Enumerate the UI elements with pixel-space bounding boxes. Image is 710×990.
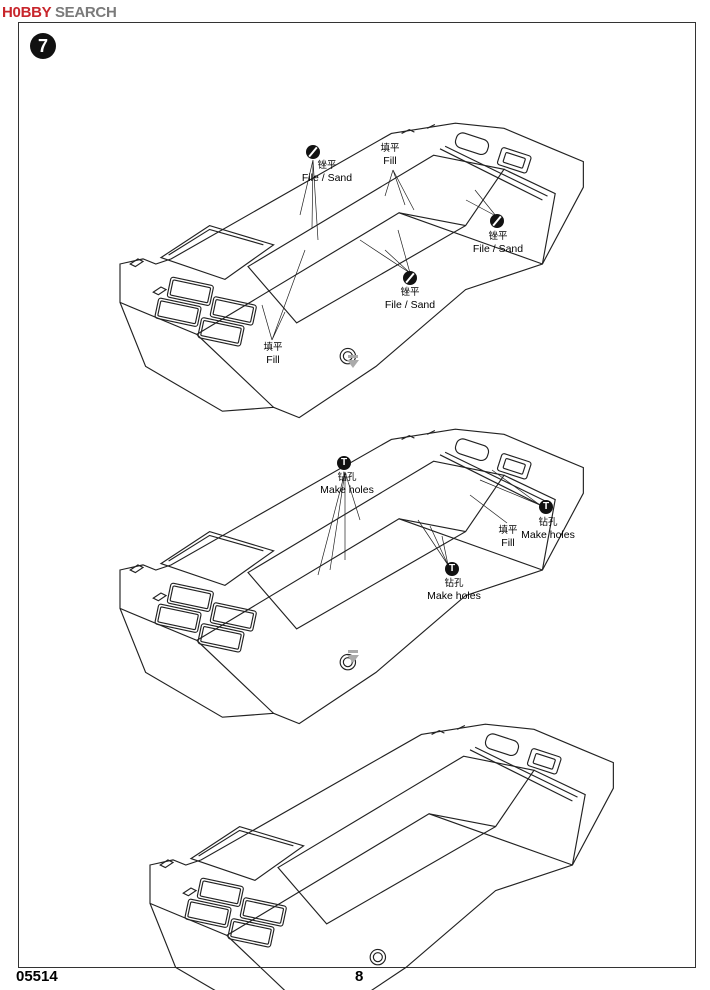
callout-file-sand-2: 锉平 File / Sand: [473, 231, 523, 255]
page-frame: [18, 22, 696, 968]
callout-make-holes-3: 钻孔 Make holes: [427, 578, 481, 602]
callout-en: Fill: [501, 537, 515, 549]
callout-file-sand-1: 锉平 File / Sand: [302, 160, 352, 184]
callout-cn: 填平: [498, 525, 518, 536]
hull-drawing-3: [149, 723, 614, 990]
page-number: 8: [355, 968, 364, 985]
callout-cn: 填平: [263, 342, 283, 353]
callout-en: Make holes: [521, 529, 575, 541]
down-arrow-icon: [347, 650, 359, 663]
callout-fill-2: 填平 Fill: [263, 342, 282, 366]
callout-en: Fill: [266, 354, 280, 366]
callout-make-holes-2: 钻孔 Make holes: [521, 517, 575, 541]
callout-cn: 锉平: [488, 231, 508, 242]
down-arrow-icon: [347, 355, 359, 368]
file-sand-symbol-icon: [403, 271, 417, 285]
drill-symbol-icon: T: [337, 456, 351, 470]
callout-fill-1: 填平 Fill: [380, 143, 399, 167]
callout-cn: 锉平: [317, 160, 337, 171]
callout-en: File / Sand: [301, 172, 353, 184]
callout-en: File / Sand: [472, 243, 524, 255]
callout-fill-3: 填平 Fill: [498, 525, 517, 549]
drill-symbol-icon: T: [445, 562, 459, 576]
watermark-part2: SEARCH: [51, 4, 117, 21]
step-number-badge: 7: [30, 33, 56, 59]
callout-file-sand-3: 锉平 File / Sand: [385, 287, 435, 311]
file-sand-symbol-icon: [490, 214, 504, 228]
watermark-logo: H0BBY SEARCH: [2, 4, 117, 21]
product-code: 05514: [16, 968, 58, 985]
callout-make-holes-1: 钻孔 Make holes: [320, 472, 374, 496]
callout-cn: 填平: [380, 143, 400, 154]
callout-cn: 钻孔: [444, 578, 464, 589]
callout-en: Fill: [383, 155, 397, 167]
callout-en: Make holes: [427, 590, 481, 602]
callout-cn: 钻孔: [538, 517, 558, 528]
callout-cn: 钻孔: [337, 472, 357, 483]
callout-en: File / Sand: [384, 299, 436, 311]
callout-en: Make holes: [320, 484, 374, 496]
file-sand-symbol-icon: [306, 145, 320, 159]
drill-symbol-icon: T: [539, 500, 553, 514]
watermark-part1: H0BBY: [2, 4, 52, 21]
callout-cn: 锉平: [400, 287, 420, 298]
